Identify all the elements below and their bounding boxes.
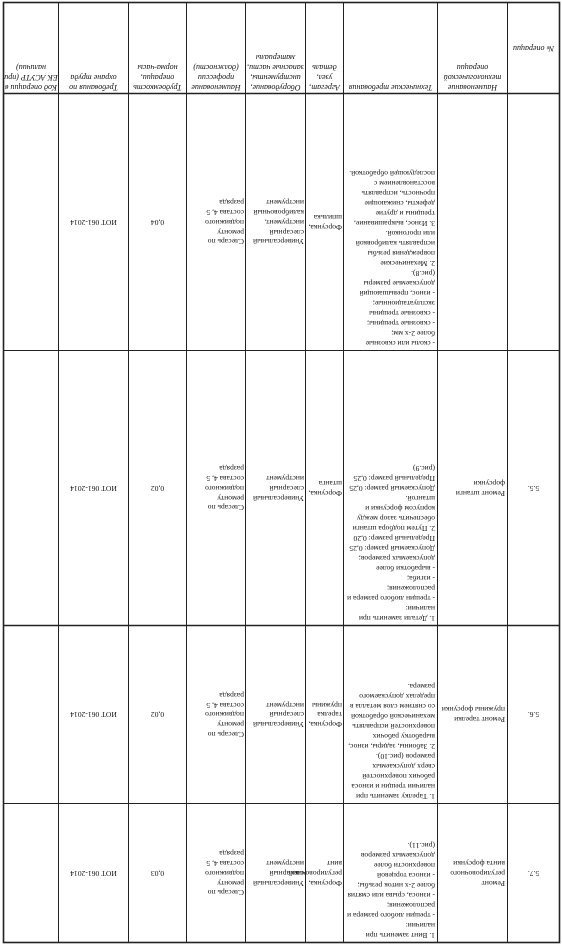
row2-equipment: Универсальный слесарный инструмент [253, 474, 304, 503]
row1-requirements: - сколы или сквозные более 2-х мм; - скв… [349, 168, 435, 348]
row3-requirements: 1. Тарелку заменить при наличии трещин и… [348, 681, 435, 801]
header-cell-profession: Наименование профессии (должности) [187, 4, 245, 92]
header-ohrana: Требования по охране труда [69, 73, 118, 92]
header-cell-equipment: Оборудование, инструменты, запасные част… [246, 4, 305, 92]
row3-operation-name: Ремонт тарелки пружины форсунки [441, 705, 505, 725]
row1-ohrana: ИОТ 061-2014 [70, 217, 117, 227]
header-operation-num: № операции [512, 44, 555, 53]
row4-operation-num: 5.7. [527, 868, 540, 878]
header-cell-requirements: Технические требования [344, 4, 437, 92]
header-kod: Код операции в ЕК АСУТР (при наличии) [4, 63, 58, 92]
row2-requirements: 1. Детали заменить при наличии: - трещин… [347, 463, 435, 623]
header-requirements: Технические требования [348, 83, 433, 92]
header-cell-kod: Код операции в ЕК АСУТР (при наличии) [4, 4, 58, 92]
row3-profession: Слесарь по ремонту подвижного состава 4,… [205, 690, 244, 739]
header-aggregate: Агрегат, узел, деталь [309, 63, 340, 92]
header-cell-trudo: Трудоемкость операции, норма-часы [129, 4, 186, 92]
row1-profession: Слесарь по ремонту подвижного состава 4,… [205, 198, 244, 247]
header-equipment: Оборудование, инструменты, запасные част… [247, 53, 304, 92]
row1-trudo: 0,04 [150, 217, 165, 227]
row4-aggregate: Форсунка, регулировочный винт [288, 859, 342, 888]
row3-equipment: Универсальный слесарный инструмент [253, 700, 304, 730]
header-cell-ohrana: Требования по охране труда [59, 4, 128, 92]
header-cell-operation-name: Наименование технологической операции [438, 4, 507, 92]
header-operation-name: Наименование технологической операции [443, 63, 502, 92]
row3-ohrana: ИОТ 061-2014 [70, 710, 117, 720]
row3-operation-num: 5.6. [527, 710, 540, 720]
row3-trudo: 0,02 [150, 710, 165, 720]
row2-aggregate: Форсунка, штанга [308, 479, 342, 498]
row1-equipment: Универсальный слесарный инструмент, кали… [253, 198, 304, 247]
row4-profession: Слесарь по ремонту подвижного состава 4,… [205, 849, 244, 898]
row4-trudo: 0,03 [150, 868, 165, 878]
row3-aggregate: Форсунка, тарелка пружины [308, 700, 342, 730]
row2-operation-num: 5.5. [527, 483, 540, 493]
row4-ohrana: ИОТ 061-2014 [70, 868, 117, 878]
row2-trudo: 0,02 [150, 483, 165, 493]
row2-profession: Слесарь по ремонту подвижного состава 4,… [205, 464, 244, 513]
row2-ohrana: ИОТ 061-2014 [70, 483, 117, 493]
row2-operation-name: Ремонт штанги форсунки [455, 479, 505, 498]
header-cell-aggregate: Агрегат, узел, деталь [306, 4, 343, 92]
header-profession: Наименование профессии (должности) [191, 63, 241, 92]
row4-requirements: 1. Винт заменить при наличии: - трещин л… [347, 840, 435, 940]
row1-aggregate: Форсунка, шпилька [308, 213, 342, 232]
row4-operation-name: Ремонт регулировочного винта форсунки [450, 859, 505, 888]
header-cell-operation-num: № операции [508, 4, 559, 92]
header-trudo: Трудоемкость операции, норма-часы [133, 63, 182, 92]
